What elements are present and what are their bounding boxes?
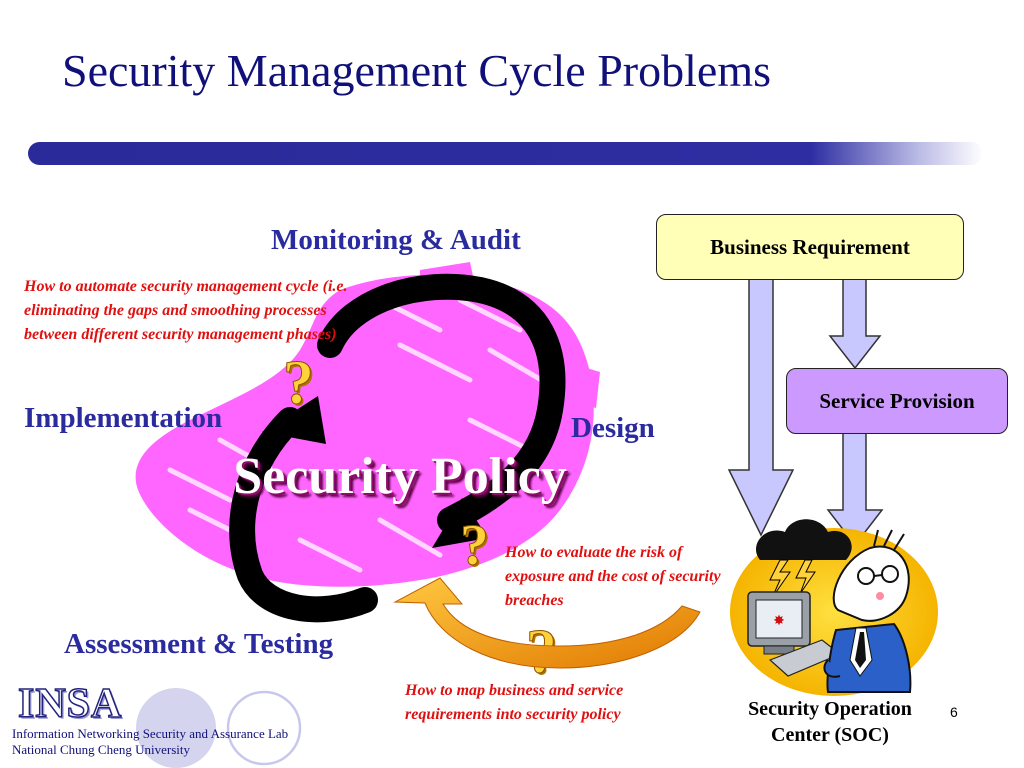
footer-university-name: National Chung Cheng University: [12, 742, 191, 757]
cycle-arrowheads: [262, 396, 488, 548]
arrow-business-to-soc: [727, 278, 795, 537]
title-underline-bar: [28, 142, 983, 165]
phase-design: Design: [571, 412, 655, 444]
svg-text:?: ?: [460, 512, 489, 577]
page-title: Security Management Cycle Problems: [62, 45, 772, 96]
phase-monitoring-audit: Monitoring & Audit: [271, 224, 521, 256]
svg-text:?: ?: [285, 351, 316, 419]
service-provision-label: Service Provision: [819, 388, 975, 413]
soc-label-line2: Center (SOC): [771, 724, 889, 746]
phase-assessment-testing: Assessment & Testing: [64, 628, 334, 660]
question-mark-icon: ? ?: [460, 512, 492, 580]
svg-text:?: ?: [283, 349, 314, 417]
curved-arrow: [393, 577, 701, 669]
service-provision-box: Service Provision: [786, 368, 1008, 434]
footer-lab-name: Information Networking Security and Assu…: [12, 726, 289, 741]
page-number: 6: [950, 704, 958, 720]
arrow-business-to-service: [828, 278, 882, 370]
cycle-arrow: [229, 273, 566, 623]
soc-label-line1: Security Operation: [748, 698, 912, 720]
question-automate-cycle: How to automate security management cycl…: [24, 278, 348, 343]
soc-illustration: ✸: [730, 519, 938, 696]
business-requirement-label: Business Requirement: [710, 234, 910, 259]
phase-implementation: Implementation: [24, 402, 223, 434]
svg-text:✸: ✸: [773, 613, 785, 629]
security-policy-label: Security Policy: [233, 448, 567, 505]
footer-decoration: [136, 688, 302, 768]
svg-text:?: ?: [462, 514, 491, 579]
question-map-requirements: How to map business and service requirem…: [405, 682, 624, 723]
arrow-service-to-soc: [826, 431, 884, 547]
question-evaluate-risk: How to evaluate the risk of exposure and…: [505, 544, 721, 609]
question-mark-icon: ? ?: [283, 349, 317, 420]
business-requirement-box: Business Requirement: [656, 214, 964, 280]
insa-logo: INSA: [17, 680, 123, 728]
soc-label: Security Operation Center (SOC): [722, 696, 938, 748]
